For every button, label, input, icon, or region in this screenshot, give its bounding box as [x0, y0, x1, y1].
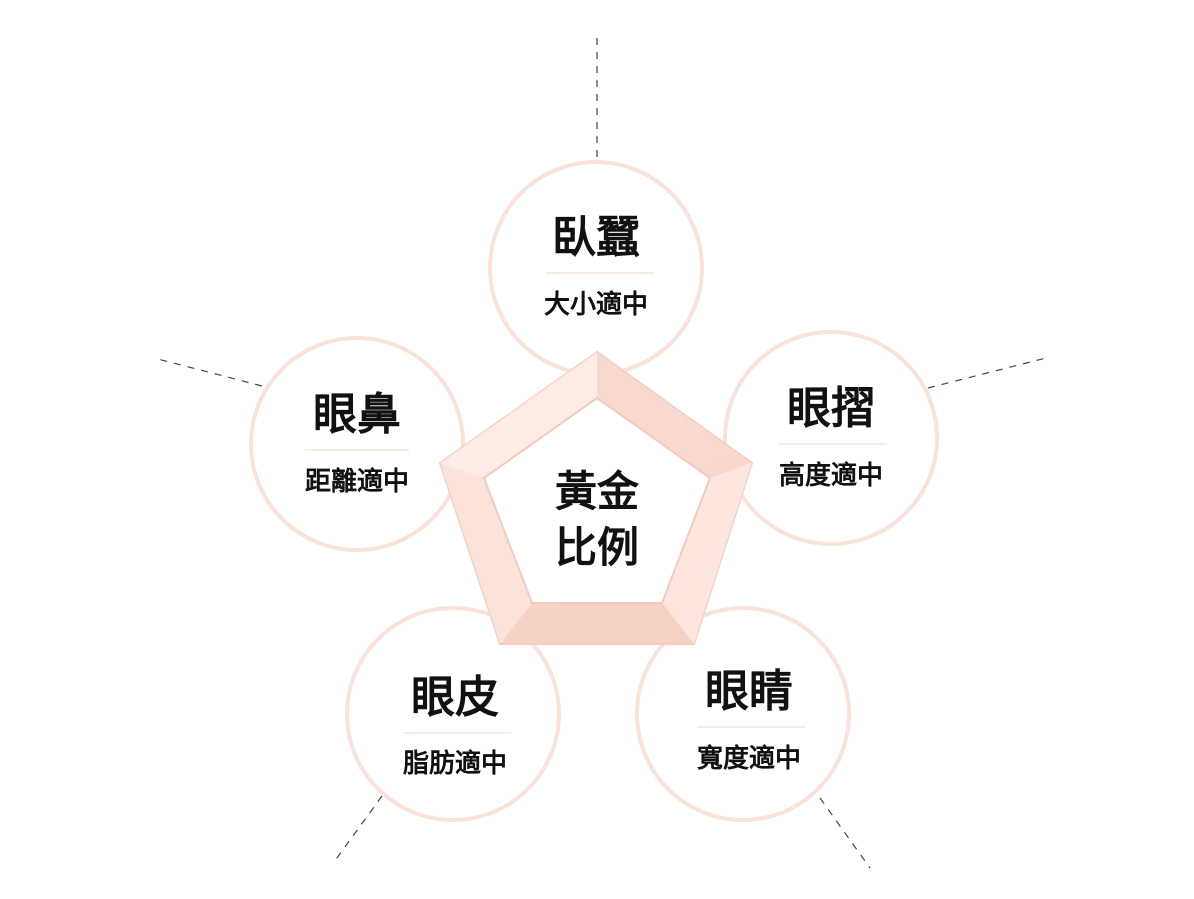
node-title: 臥蠶 — [552, 212, 640, 263]
center-title-line1: 黃金 — [555, 467, 640, 516]
pentagon-facet-bottom — [500, 603, 694, 644]
pentagon-facet-left — [440, 463, 532, 644]
node-circle-lower-left — [345, 606, 561, 822]
dashed-connectors — [153, 38, 1051, 869]
dashed-line-lower-left — [333, 795, 383, 863]
node-circle-upper-right — [723, 330, 939, 546]
node-lower-left: 眼皮 脂肪適中 — [403, 672, 511, 779]
node-circle-upper-left — [249, 336, 465, 552]
pentagon-facet-top-left — [440, 352, 597, 478]
node-title: 眼睛 — [705, 666, 793, 717]
dashed-line-upper-right — [927, 356, 1051, 389]
pentagon-facet-right — [662, 463, 752, 644]
node-subtitle: 距離適中 — [305, 466, 409, 497]
node-top: 臥蠶 大小適中 — [544, 212, 654, 320]
node-subtitle: 寬度適中 — [697, 743, 801, 774]
pentagon-facet-top-right — [597, 352, 752, 478]
center-title-line2: 比例 — [555, 523, 639, 572]
node-circle-top — [488, 160, 704, 376]
node-title: 眼摺 — [787, 383, 875, 434]
node-lower-right: 眼睛 寬度適中 — [697, 666, 805, 774]
node-title: 眼皮 — [411, 672, 499, 723]
dashed-line-upper-left — [153, 357, 263, 387]
node-circles — [249, 160, 939, 822]
node-subtitle: 脂肪適中 — [403, 748, 507, 779]
node-circle-lower-right — [635, 606, 851, 822]
node-upper-left: 眼鼻 距離適中 — [305, 389, 409, 497]
node-title: 眼鼻 — [313, 389, 401, 440]
center-pentagon: 黃金 比例 — [438, 350, 754, 645]
pentagon-inner — [482, 396, 712, 604]
dashed-line-lower-right — [819, 797, 871, 869]
node-subtitle: 高度適中 — [779, 460, 883, 491]
node-subtitle: 大小適中 — [544, 289, 648, 320]
node-upper-right: 眼摺 高度適中 — [779, 383, 887, 491]
